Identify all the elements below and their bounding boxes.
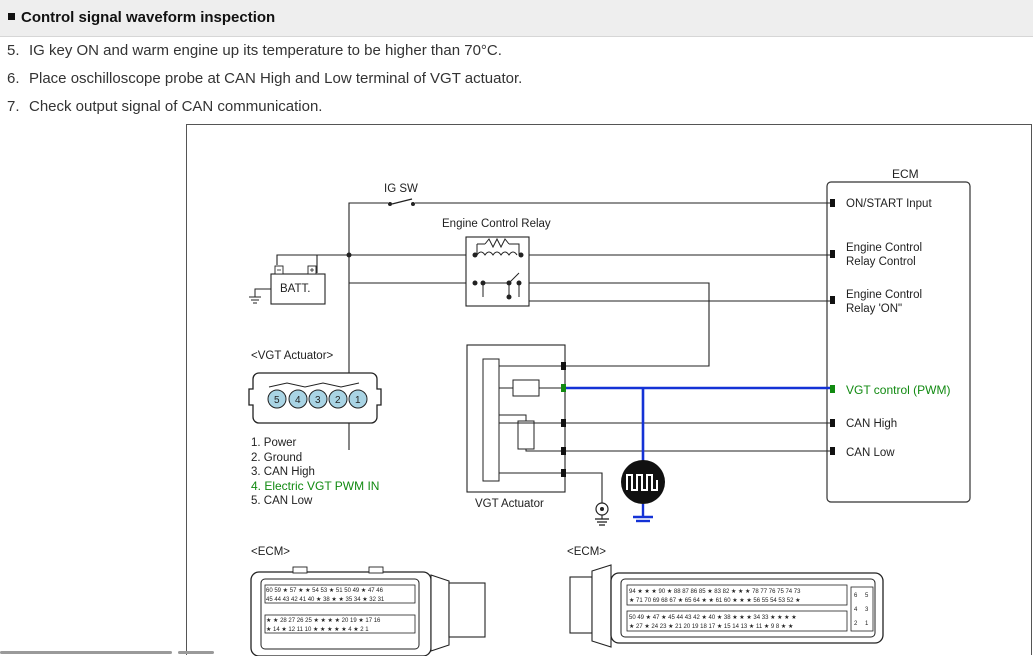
ecm-right-side-pin: 5	[865, 593, 869, 599]
connector-pin-3: 3	[315, 395, 321, 406]
step-item: 5. IG key ON and warm engine up its tempe…	[7, 42, 522, 70]
battery-label: BATT.	[280, 283, 310, 295]
section-header: Control signal waveform inspection	[0, 0, 1033, 37]
ecm-terminal-pin	[830, 199, 835, 207]
wire-junctions	[346, 252, 524, 300]
ground-icon	[595, 502, 609, 526]
connector-pin-1: 1	[355, 395, 361, 406]
vgt-actuator-label: VGT Actuator	[475, 498, 544, 510]
procedure-steps: 5. IG key ON and warm engine up its tempe…	[7, 42, 522, 126]
step-number: 6.	[7, 70, 20, 87]
ecm-label: ECM	[892, 167, 919, 181]
ecm-terminal-pin	[830, 447, 835, 455]
step-item: 7. Check output signal of CAN communicati…	[7, 98, 522, 126]
pin-legend-item: 1. Power	[251, 437, 297, 449]
ecm-connector-heading-left: <ECM>	[251, 546, 290, 558]
ecm-terminal-on-start: ON/START Input	[846, 198, 932, 210]
vgt-internal-bus	[482, 358, 500, 482]
pin-legend-item: 2. Ground	[251, 452, 302, 464]
ecm-terminal-relay-control-2: Relay Control	[846, 256, 916, 268]
ecm-terminal-pin	[830, 250, 835, 258]
vgt-actuator-heading: <VGT Actuator>	[251, 350, 334, 362]
connector-pin-2: 2	[335, 395, 341, 406]
ecm-left-row: 45 44 43 42 41 40 ★ 38 ★ ★ 35 34 ★ 32 31	[266, 596, 385, 603]
ecm-terminal-relay-control-1: Engine Control	[846, 242, 922, 254]
ecm-terminal-vgt-pwm: VGT control (PWM)	[846, 383, 950, 397]
ecm-connector-heading-right: <ECM>	[567, 546, 606, 558]
connector-pin-4: 4	[295, 395, 301, 406]
ecm-box	[826, 181, 971, 503]
ecm-terminal-relay-on-2: Relay 'ON"	[846, 303, 902, 315]
ecm-right-row: ★ 27 ★ 24 23 ★ 21 20 19 18 17 ★ 15 14 13…	[629, 623, 793, 630]
ecm-right-row: ★ 71 70 69 68 67 ★ 65 64 ★ ★ 61 60 ★ ★ ★…	[629, 597, 800, 604]
ecm-terminal-pin	[830, 385, 835, 393]
pin-legend-item: 5. CAN Low	[251, 495, 313, 507]
ecm-right-row: 94 ★ ★ ★ 90 ★ 88 87 86 85 ★ 83 82 ★ ★ ★ …	[629, 588, 801, 595]
wiring-diagram: ECM ON/START Input Engine Control Relay …	[186, 124, 1032, 656]
pin-legend-item-highlight: 4. Electric VGT PWM IN	[251, 479, 379, 493]
step-text: IG key ON and warm engine up its tempera…	[29, 42, 502, 59]
ig-sw-label: IG SW	[384, 183, 418, 195]
section-title-text: Control signal waveform inspection	[21, 9, 276, 26]
relay-label: Engine Control Relay	[442, 218, 551, 230]
ecm-terminal-can-high: CAN High	[846, 418, 897, 430]
step-number: 5.	[7, 42, 20, 59]
vgt-connector-pins	[561, 362, 566, 477]
ecm-terminals	[830, 199, 835, 455]
ecm-right-row: 50 49 ★ 47 ★ 45 44 43 42 ★ 40 ★ 38 ★ ★ ★…	[629, 614, 797, 621]
ground-icon	[249, 288, 271, 304]
battery-icon	[270, 265, 326, 305]
connector-pin-5: 5	[274, 395, 280, 406]
ecm-terminal-pin	[830, 419, 835, 427]
ecm-terminal-can-low: CAN Low	[846, 447, 895, 459]
ecm-right-side-pin: 6	[854, 593, 858, 599]
ecm-left-row: ★ ★ 28 27 26 25 ★ ★ ★ ★ 20 19 ★ 17 16	[266, 617, 381, 624]
scrollbar-thumb-secondary[interactable]	[178, 651, 214, 654]
ecm-left-row: 60 59 ★ 57 ★ ★ 54 53 ★ 51 50 49 ★ 47 46	[266, 587, 384, 594]
section-title: Control signal waveform inspection	[8, 9, 275, 26]
scrollbar-track[interactable]	[0, 651, 215, 655]
square-bullet-icon	[8, 13, 15, 20]
ecm-right-side-pin: 1	[865, 621, 869, 627]
wiring-diagram-svg: ECM ON/START Input Engine Control Relay …	[248, 167, 971, 656]
ecm-right-side-pin: 3	[865, 607, 869, 613]
ecm-terminal-relay-on-1: Engine Control	[846, 289, 922, 301]
scrollbar-thumb[interactable]	[0, 651, 172, 654]
switch-icon	[388, 198, 415, 206]
ecm-right-side-pin: 2	[854, 621, 858, 627]
step-text: Place oschilloscope probe at CAN High an…	[29, 70, 523, 87]
ecm-terminal-pin	[830, 296, 835, 304]
pin-legend-item: 3. CAN High	[251, 466, 315, 478]
ecm-connector-right	[569, 564, 884, 648]
ecm-right-side-pin: 4	[854, 607, 858, 613]
step-number: 7.	[7, 98, 20, 115]
vgt-internal-wires	[499, 365, 561, 474]
step-item: 6. Place oschilloscope probe at CAN High …	[7, 70, 522, 98]
relay-box	[465, 236, 530, 307]
vgt-actuator-box	[466, 344, 566, 493]
ecm-connector-left	[250, 566, 486, 656]
step-text: Check output signal of CAN communication…	[29, 98, 323, 115]
vgt-connector-face	[248, 372, 382, 424]
oscilloscope-probe-icon	[621, 460, 665, 523]
ecm-left-row: ★ 14 ★ 12 11 10 ★ ★ ★ ★ ★ 4 ★ 2 1	[266, 626, 369, 633]
